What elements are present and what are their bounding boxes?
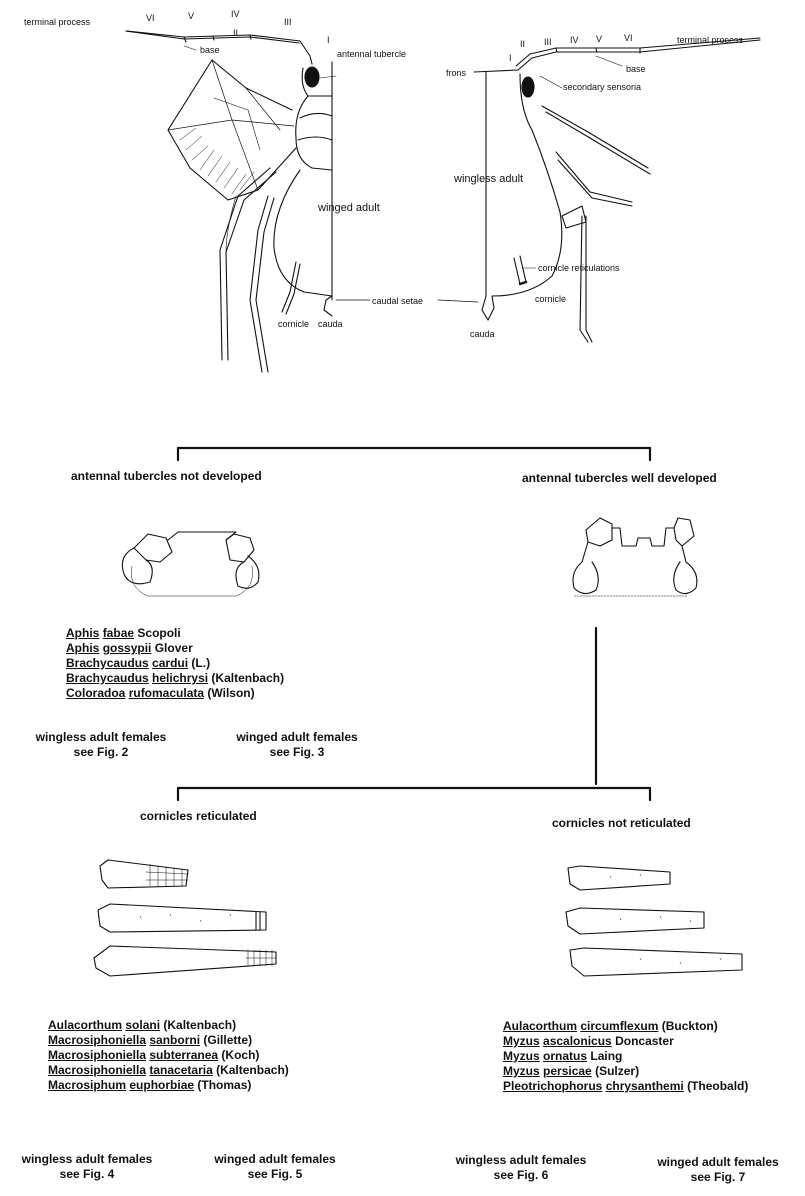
heading-tubercles-well-developed: antennal tubercles well developed bbox=[522, 471, 717, 485]
wingless-segment-iii: III bbox=[544, 37, 552, 47]
head-diagram-developed bbox=[573, 518, 697, 596]
fig-ref-2: wingless adult females see Fig. 2 bbox=[18, 730, 184, 760]
heading-tubercles-not-developed: antennal tubercles not developed bbox=[71, 469, 262, 483]
winged-segment-vi: VI bbox=[146, 13, 155, 23]
wingless-cornicle-label: cornicle bbox=[535, 294, 566, 304]
wingless-segment-ii: II bbox=[520, 39, 525, 49]
winged-segment-ii: II bbox=[233, 28, 238, 38]
winged-base-label: base bbox=[200, 45, 220, 55]
wingless-segment-v: V bbox=[596, 34, 602, 44]
species-entry: Macrosiphoniella sanborni (Gillette) bbox=[48, 1033, 289, 1048]
winged-cauda-label: cauda bbox=[318, 319, 343, 329]
species-list-tubercles-not-developed: Aphis fabae Scopoli Aphis gossypii Glove… bbox=[66, 626, 284, 701]
species-entry: Aulacorthum solani (Kaltenbach) bbox=[48, 1018, 289, 1033]
winged-segment-i: I bbox=[327, 35, 330, 45]
wingless-eye-icon bbox=[522, 77, 534, 97]
fig-ref-3: winged adult females see Fig. 3 bbox=[214, 730, 380, 760]
species-entry: Myzus ascalonicus Doncaster bbox=[503, 1034, 748, 1049]
species-entry: Aphis gossypii Glover bbox=[66, 641, 284, 656]
wingless-adult-label: wingless adult bbox=[454, 174, 523, 184]
winged-segment-v: V bbox=[188, 11, 194, 21]
wingless-segment-iv: IV bbox=[570, 35, 579, 45]
species-entry: Aulacorthum circumflexum (Buckton) bbox=[503, 1019, 748, 1034]
cornicle-reticulations-label: cornicle reticulations bbox=[538, 263, 620, 273]
wingless-segment-vi: VI bbox=[624, 33, 633, 43]
cornicles-reticulated-drawings bbox=[94, 860, 276, 976]
species-entry: Myzus ornatus Laing bbox=[503, 1049, 748, 1064]
winged-adult-label: winged adult bbox=[318, 203, 380, 213]
winged-segment-iv: IV bbox=[231, 9, 240, 19]
caudal-setae-label: caudal setae bbox=[372, 296, 423, 306]
fig-ref-7: winged adult females see Fig. 7 bbox=[633, 1155, 803, 1185]
species-entry: Aphis fabae Scopoli bbox=[66, 626, 284, 641]
head-diagram-undeveloped bbox=[122, 532, 259, 596]
wingless-cauda-label: cauda bbox=[470, 329, 495, 339]
species-entry: Brachycaudus helichrysi (Kaltenbach) bbox=[66, 671, 284, 686]
fig-ref-4: wingless adult females see Fig. 4 bbox=[2, 1152, 172, 1182]
species-entry: Pleotrichophorus chrysanthemi (Theobald) bbox=[503, 1079, 748, 1094]
wingless-terminal-process-label: terminal process bbox=[677, 35, 743, 45]
secondary-sensoria-label: secondary sensoria bbox=[563, 82, 641, 92]
frons-label: frons bbox=[446, 68, 466, 78]
winged-cornicle-label: cornicle bbox=[278, 319, 309, 329]
heading-cornicles-not-reticulated: cornicles not reticulated bbox=[552, 816, 691, 830]
species-entry: Macrosiphoniella subterranea (Koch) bbox=[48, 1048, 289, 1063]
species-list-cornicles-not-reticulated: Aulacorthum circumflexum (Buckton) Myzus… bbox=[503, 1019, 748, 1094]
species-entry: Macrosiphoniella tanacetaria (Kaltenbach… bbox=[48, 1063, 289, 1078]
species-entry: Brachycaudus cardui (L.) bbox=[66, 656, 284, 671]
winged-terminal-process-label: terminal process bbox=[24, 17, 90, 27]
wingless-base-label: base bbox=[626, 64, 646, 74]
cornicles-not-reticulated-drawings bbox=[566, 866, 742, 976]
species-entry: Macrosiphum euphorbiae (Thomas) bbox=[48, 1078, 289, 1093]
fig-ref-6: wingless adult females see Fig. 6 bbox=[436, 1153, 606, 1183]
antennal-tubercle-label: antennal tubercle bbox=[337, 49, 406, 59]
heading-cornicles-reticulated: cornicles reticulated bbox=[140, 809, 257, 823]
winged-segment-iii: III bbox=[284, 17, 292, 27]
species-list-cornicles-reticulated: Aulacorthum solani (Kaltenbach) Macrosip… bbox=[48, 1018, 289, 1093]
fig-ref-5: winged adult females see Fig. 5 bbox=[190, 1152, 360, 1182]
winged-eye-icon bbox=[305, 67, 319, 87]
species-entry: Myzus persicae (Sulzer) bbox=[503, 1064, 748, 1079]
species-entry: Coloradoa rufomaculata (Wilson) bbox=[66, 686, 284, 701]
wingless-segment-i: I bbox=[509, 53, 512, 63]
